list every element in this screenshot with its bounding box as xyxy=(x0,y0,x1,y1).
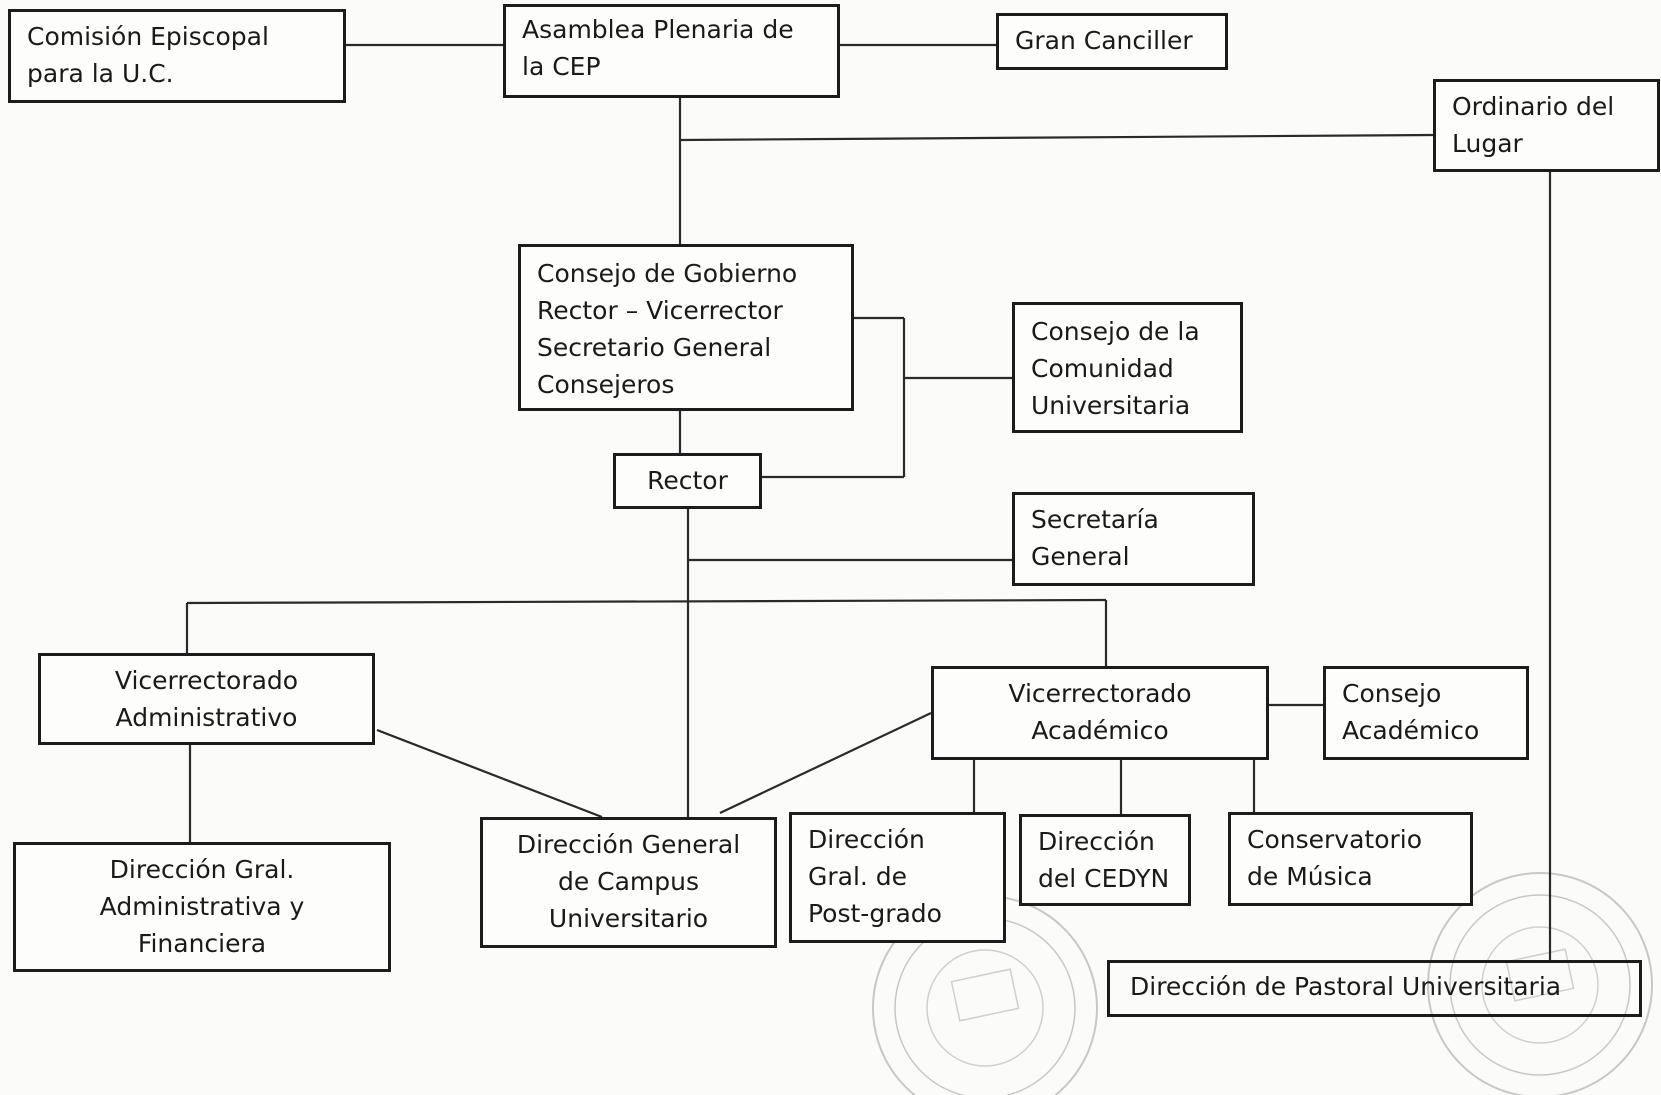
direccion-postgrado-box: Dirección Gral. de Post-grado xyxy=(789,812,1006,943)
asamblea-plenaria-box: Asamblea Plenaria de la CEP xyxy=(503,4,840,98)
direccion-pastoral-box: Dirección de Pastoral Universitaria xyxy=(1107,960,1642,1017)
vicerrectorado-administrativo-box: Vicerrectorado Administrativo xyxy=(38,653,375,745)
direccion-campus-box: Dirección General de Campus Universitari… xyxy=(480,817,777,948)
conservatorio-musica-box: Conservatorio de Música xyxy=(1228,812,1473,906)
consejo-de-gobierno-box: Consejo de Gobierno Rector – Vicerrector… xyxy=(518,244,854,411)
secretaria-general-box: Secretaría General xyxy=(1012,492,1255,586)
direccion-administrativa-box: Dirección Gral. Administrativa y Financi… xyxy=(13,842,391,972)
connector-lines xyxy=(185,43,1552,960)
gran-canciller-box: Gran Canciller xyxy=(996,13,1228,70)
comision-episcopal-box: Comisión Episcopal para la U.C. xyxy=(8,9,346,103)
ordinario-del-lugar-box: Ordinario del Lugar xyxy=(1433,79,1660,172)
vicerrectorado-academico-box: Vicerrectorado Académico xyxy=(931,666,1269,760)
seal-right xyxy=(1427,872,1653,1095)
consejo-academico-box: Consejo Académico xyxy=(1323,666,1529,760)
consejo-comunidad-box: Consejo de la Comunidad Universitaria xyxy=(1012,302,1243,433)
direccion-cedyn-box: Dirección del CEDYN xyxy=(1019,814,1191,906)
rector-box: Rector xyxy=(613,453,762,509)
